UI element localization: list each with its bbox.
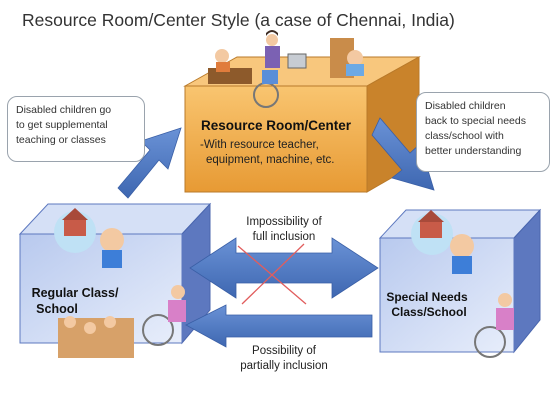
callout-right-line1: Disabled children xyxy=(425,100,506,112)
callout-back-to-special-needs: Disabled children back to special needs … xyxy=(416,92,550,172)
regular-class-illustration xyxy=(54,208,186,358)
callout-supplemental-teaching: Disabled children go to get supplemental… xyxy=(7,96,145,162)
regular-class-label-line2: School xyxy=(36,302,78,316)
resource-room-heading: Resource Room/Center xyxy=(200,118,352,133)
special-needs-label-line1: Special Needs xyxy=(386,290,468,304)
callout-left-line2: to get supplemental xyxy=(16,119,108,131)
possibility-label-line2: partially inclusion xyxy=(240,360,328,372)
double-arrow-full-inclusion xyxy=(189,237,379,299)
arrow-to-special-needs xyxy=(371,117,435,191)
resource-room-box xyxy=(183,56,421,193)
regular-class-label-line1: Regular Class/ xyxy=(31,286,119,300)
callout-left-line1: Disabled children go xyxy=(16,104,112,116)
red-cross-mark xyxy=(237,243,307,305)
resource-room-illustration xyxy=(208,30,364,108)
diagram-title: Resource Room/Center Style (a case of Ch… xyxy=(22,10,455,30)
callout-right-line3: class/school with xyxy=(425,130,504,142)
possibility-label-line1: Possibility of xyxy=(252,345,316,357)
special-needs-label-line2: Class/School xyxy=(391,305,467,319)
special-needs-illustration xyxy=(411,210,514,358)
impossibility-label-line2: full inclusion xyxy=(252,231,316,243)
callout-right-line2: back to special needs xyxy=(425,115,526,127)
callout-right-line4: better understanding xyxy=(425,145,522,157)
arrow-to-resource-room xyxy=(117,127,182,199)
resource-room-desc-line1: -With resource teacher, xyxy=(200,139,319,151)
arrow-partial-inclusion xyxy=(185,304,373,348)
special-needs-box xyxy=(378,208,542,354)
callout-left-line3: teaching or classes xyxy=(16,134,106,146)
impossibility-label-line1: Impossibility of xyxy=(246,216,322,228)
resource-room-desc-line2: equipment, machine, etc. xyxy=(206,154,335,166)
